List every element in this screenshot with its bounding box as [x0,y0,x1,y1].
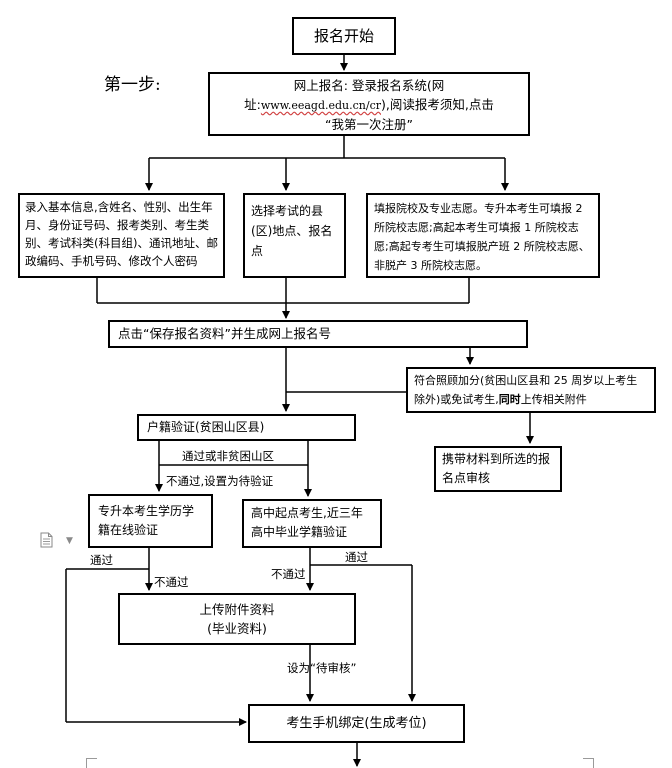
select-county-text: 选择考试的县(区)地点、报名点 [251,204,333,258]
phone-bind-text: 考生手机绑定(生成考位) [286,715,427,731]
household-box: 户籍验证(贫困山区县) [137,414,356,441]
save-box: 点击“保存报名资料”并生成网上报名号 [108,320,528,348]
basic-info-text: 录入基本信息,含姓名、性别、出生年月、身份证号码、报考类别、考生类别、考试科类(… [25,200,218,268]
basic-info-box: 录入基本信息,含姓名、性别、出生年月、身份证号码、报考类别、考生类别、考试科类(… [18,193,225,278]
fill-schools-box: 填报院校及专业志愿。专升本考生可填报 2 所院校志愿;高起本考生可填报 1 所院… [366,193,600,278]
upload-line-2: (毕业资料) [207,621,267,636]
first-register-quote: “我第一次注册” [325,117,413,132]
label-fail-left: 不通过 [154,575,189,589]
chevron-down-icon[interactable]: ▼ [66,536,73,546]
document-icon[interactable] [40,532,53,548]
hs-verify-box: 高中起点考生,近三年高中毕业学籍验证 [242,499,382,548]
upgrade-verify-box: 专升本考生学历学籍在线验证 [88,494,213,548]
bonus-bold-text: 同时 [498,393,521,406]
bonus-text: 符合照顾加分(贫困山区县和 25 周岁以上考生除外)或免试考生, [414,374,638,406]
label-pass-left: 通过 [90,553,113,567]
bring-materials-box: 携带材料到所选的报名点审核 [434,446,562,492]
bonus-tail-text: 上传相关附件 [520,393,587,406]
online-text-suffix: ),阅读报考须知,点击 [381,97,494,112]
label-pass-or-not: 通过或非贫困山区 [182,449,274,463]
crop-mark-icon [86,758,97,768]
label-fail-mid: 不通过 [271,567,306,581]
save-text: 点击“保存报名资料”并生成网上报名号 [118,326,331,341]
online-registration-box: 网上报名: 登录报名系统(网 址:www.eeagd.edu.cn/cr),阅读… [208,72,530,136]
start-box: 报名开始 [292,17,396,55]
crop-mark-icon [583,758,594,768]
label-fail-pending: 不通过,设置为待验证 [166,474,274,488]
bring-materials-text: 携带材料到所选的报名点审核 [442,452,551,485]
hs-verify-text: 高中起点考生,近三年高中毕业学籍验证 [251,506,363,539]
select-county-box: 选择考试的县(区)地点、报名点 [243,193,346,278]
start-text: 报名开始 [313,27,374,45]
online-url-prefix: 址: [244,97,261,112]
step-label: 第一步: [104,75,161,95]
label-set-pending: 设为“待审核” [287,661,357,675]
phone-bind-box: 考生手机绑定(生成考位) [248,704,465,743]
online-text-prefix: 网上报名: 登录报名系统(网 [293,78,445,93]
fill-schools-text: 填报院校及专业志愿。专升本考生可填报 2 所院校志愿;高起本考生可填报 1 所院… [374,202,590,272]
upload-box: 上传附件资料 (毕业资料) [118,593,356,645]
upgrade-verify-text: 专升本考生学历学籍在线验证 [98,504,195,537]
label-pass-right: 通过 [345,550,368,564]
registration-url-link[interactable]: www.eeagd.edu.cn/cr [260,99,381,112]
household-text: 户籍验证(贫困山区县) [147,420,265,434]
upload-line-1: 上传附件资料 [199,602,275,617]
bonus-box: 符合照顾加分(贫困山区县和 25 周岁以上考生除外)或免试考生,同时上传相关附件 [406,367,656,413]
